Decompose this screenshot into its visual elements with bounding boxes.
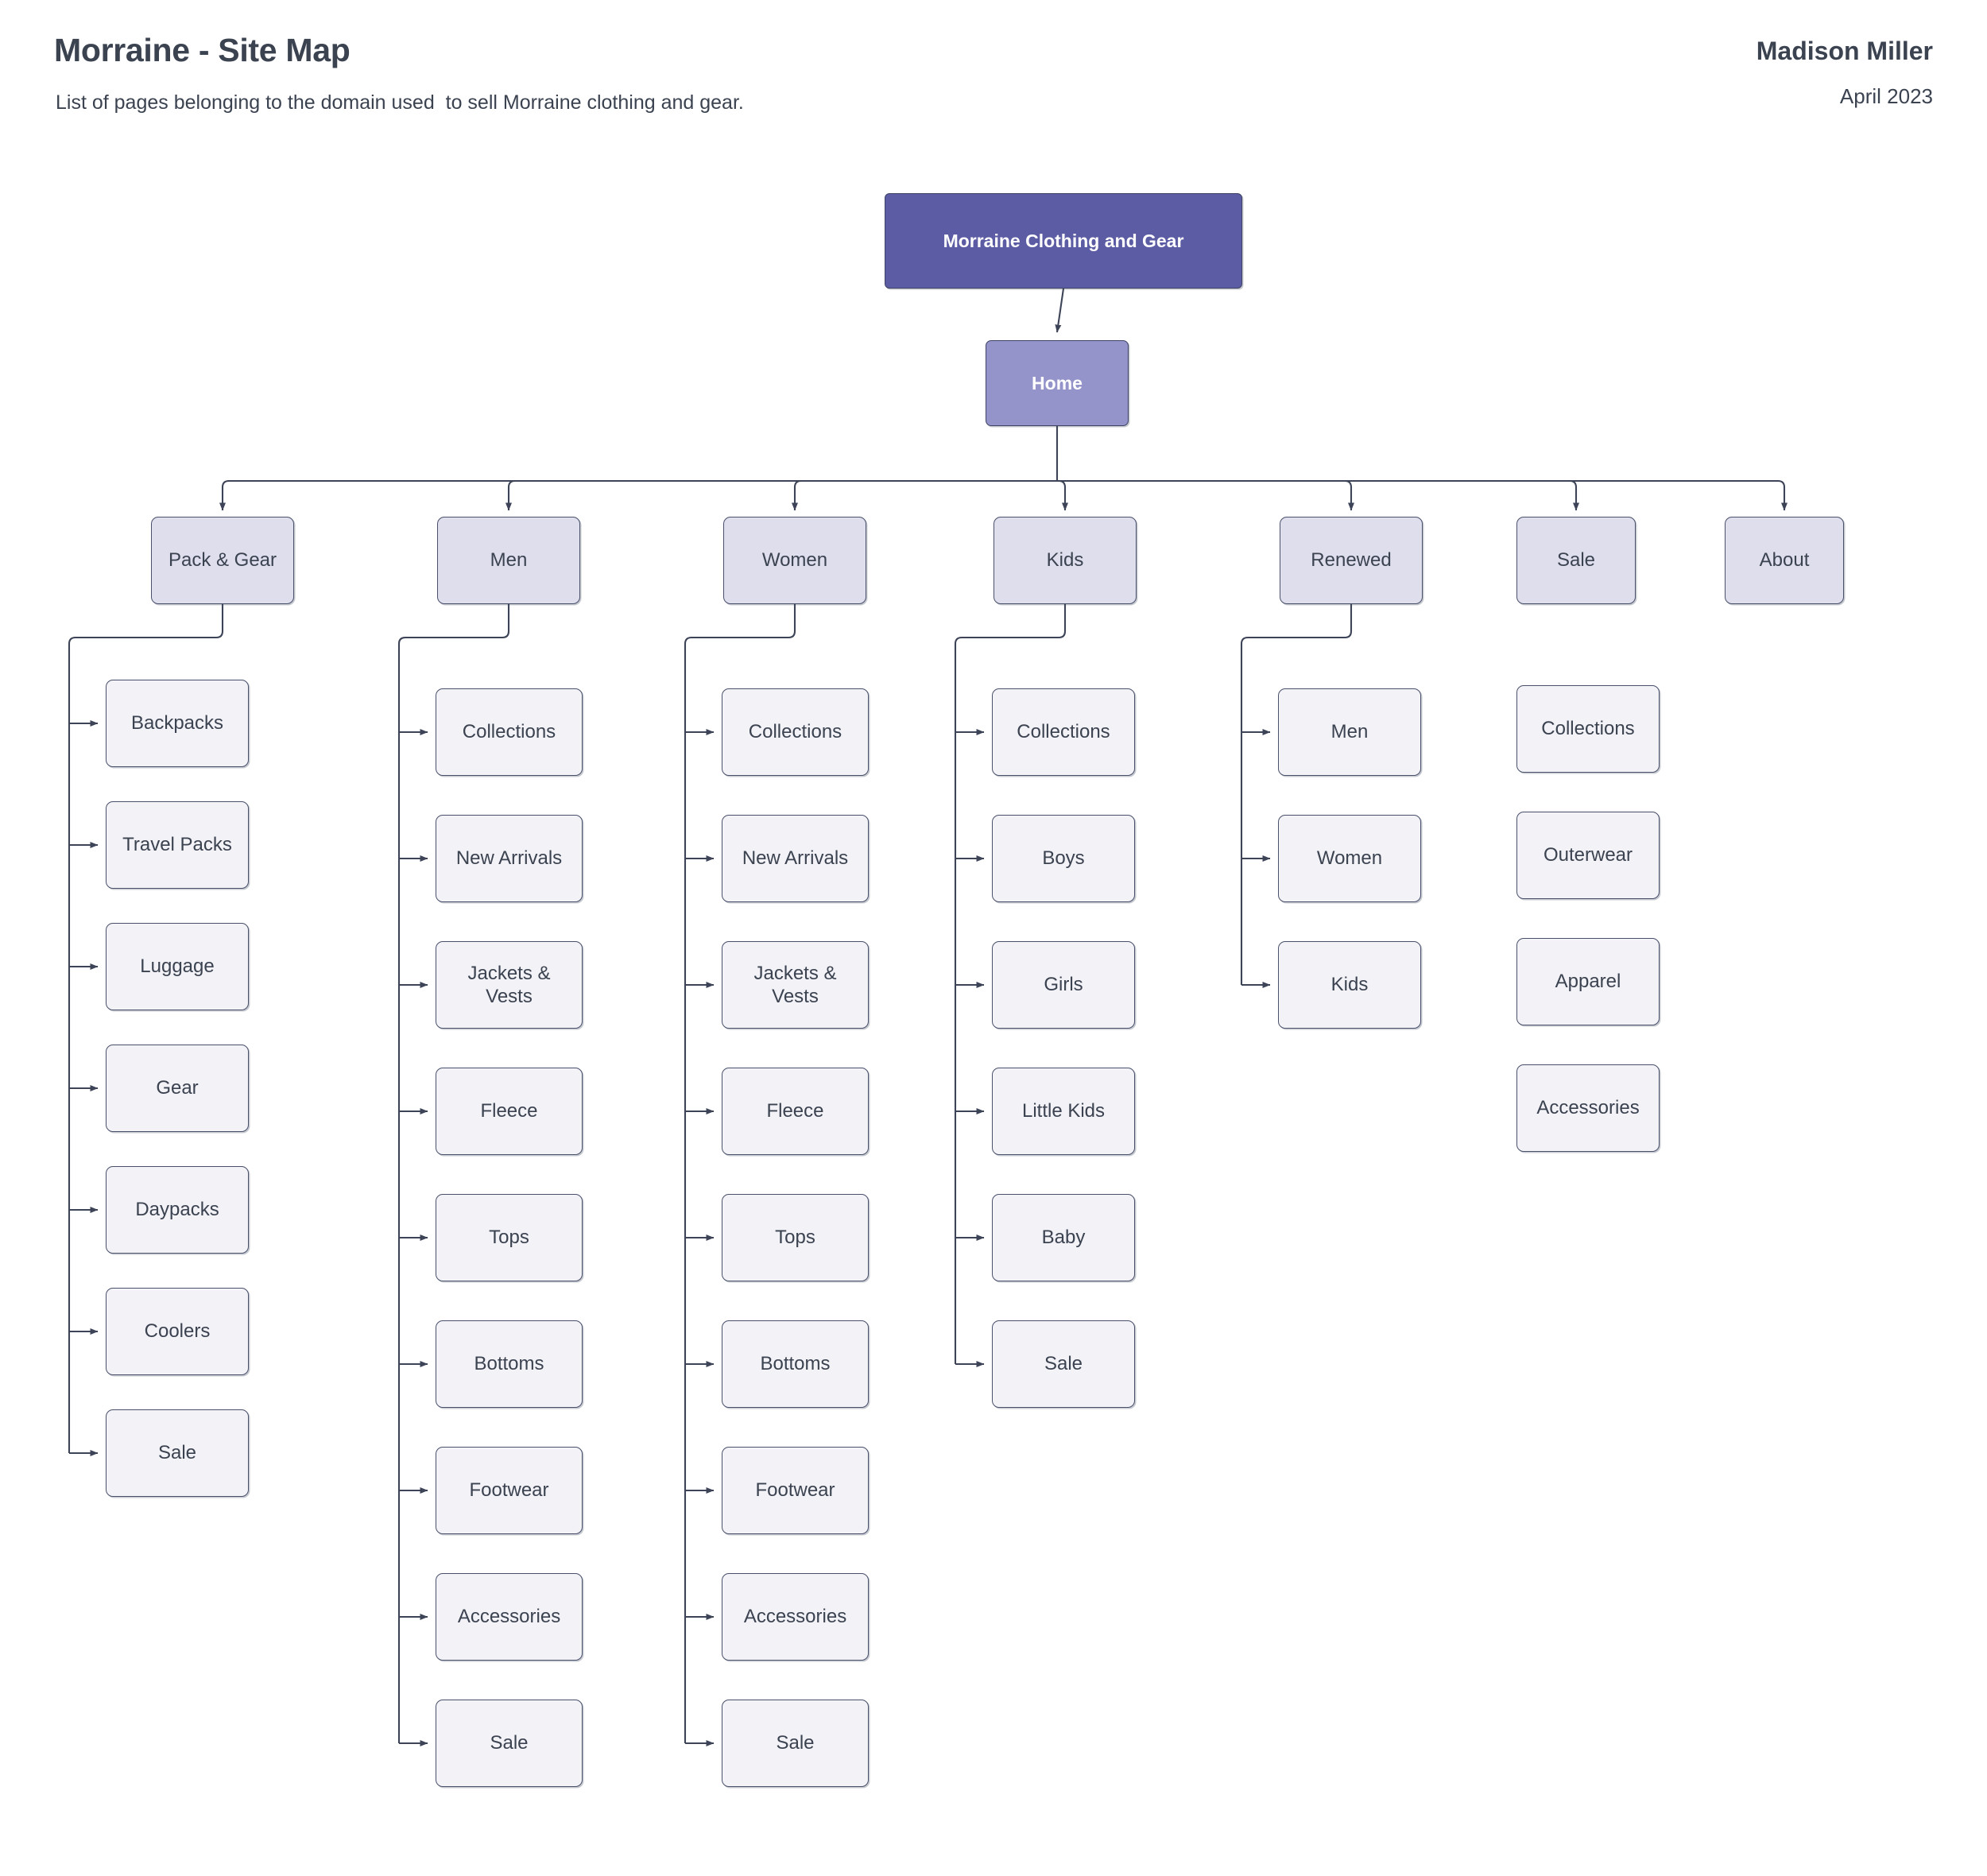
node-label: Bottoms xyxy=(474,1353,544,1375)
leaf-node-women-collections[interactable]: Collections xyxy=(722,688,869,776)
node-label: Home xyxy=(1032,372,1083,393)
leaf-node-kids-collections[interactable]: Collections xyxy=(992,688,1135,776)
leaf-node-pack-gear-coolers[interactable]: Coolers xyxy=(106,1288,249,1375)
node-label: Backpacks xyxy=(130,712,224,735)
node-label: Sale xyxy=(1556,549,1596,572)
leaf-node-men-new-arrivals[interactable]: New Arrivals xyxy=(436,815,583,902)
section-node-men[interactable]: Men xyxy=(437,517,580,604)
node-label: Accessories xyxy=(743,1606,847,1628)
leaf-node-pack-gear-backpacks[interactable]: Backpacks xyxy=(106,680,249,767)
section-node-women[interactable]: Women xyxy=(723,517,866,604)
node-label: Jackets & Vests xyxy=(753,962,837,1007)
node-label: Morraine Clothing and Gear xyxy=(943,230,1184,251)
leaf-node-pack-gear-luggage[interactable]: Luggage xyxy=(106,923,249,1010)
node-label: Renewed xyxy=(1311,549,1392,572)
leaf-node-women-new-arrivals[interactable]: New Arrivals xyxy=(722,815,869,902)
node-label: Baby xyxy=(1041,1227,1086,1249)
leaf-node-sale-collections[interactable]: Collections xyxy=(1516,685,1660,773)
leaf-node-pack-gear-sale[interactable]: Sale xyxy=(106,1409,249,1497)
node-label: Footwear xyxy=(755,1479,835,1502)
node-label: Apparel xyxy=(1555,971,1621,993)
node-label: New Arrivals xyxy=(455,847,563,870)
leaf-node-renewed-kids[interactable]: Kids xyxy=(1278,941,1421,1029)
section-node-sale[interactable]: Sale xyxy=(1516,517,1636,604)
node-label: Kids xyxy=(1046,549,1084,572)
node-label: Sale xyxy=(1044,1353,1083,1375)
leaf-node-women-jackets-vests[interactable]: Jackets & Vests xyxy=(722,941,869,1029)
node-label: Women xyxy=(1316,847,1383,870)
node-label: Sale xyxy=(490,1732,529,1754)
leaf-node-sale-apparel[interactable]: Apparel xyxy=(1516,938,1660,1025)
page-subtitle: List of pages belonging to the domain us… xyxy=(56,91,744,114)
leaf-node-kids-sale[interactable]: Sale xyxy=(992,1320,1135,1408)
node-label: About xyxy=(1759,549,1810,572)
leaf-node-men-sale[interactable]: Sale xyxy=(436,1700,583,1787)
leaf-node-women-footwear[interactable]: Footwear xyxy=(722,1447,869,1534)
node-label: Accessories xyxy=(457,1606,561,1628)
leaf-node-kids-girls[interactable]: Girls xyxy=(992,941,1135,1029)
node-label: Girls xyxy=(1044,974,1083,996)
node-label: Boys xyxy=(1042,847,1085,870)
leaf-node-sale-accessories[interactable]: Accessories xyxy=(1516,1064,1660,1152)
node-label: Jackets & Vests xyxy=(467,962,551,1007)
node-label: Collections xyxy=(1541,718,1635,740)
node-label: New Arrivals xyxy=(742,847,849,870)
author-name: Madison Miller xyxy=(1756,37,1933,65)
node-label: Fleece xyxy=(766,1100,824,1122)
leaf-node-men-footwear[interactable]: Footwear xyxy=(436,1447,583,1534)
node-label: Gear xyxy=(156,1077,199,1099)
section-node-renewed[interactable]: Renewed xyxy=(1280,517,1423,604)
node-label: Collections xyxy=(462,721,556,743)
leaf-node-women-tops[interactable]: Tops xyxy=(722,1194,869,1281)
leaf-node-renewed-women[interactable]: Women xyxy=(1278,815,1421,902)
node-label: Footwear xyxy=(469,1479,549,1502)
leaf-node-kids-boys[interactable]: Boys xyxy=(992,815,1135,902)
node-label: Collections xyxy=(1017,721,1110,743)
leaf-node-women-bottoms[interactable]: Bottoms xyxy=(722,1320,869,1408)
root-node-morraine-clothing-and-gear[interactable]: Morraine Clothing and Gear xyxy=(885,193,1242,289)
node-label: Fleece xyxy=(480,1100,538,1122)
leaf-node-pack-gear-daypacks[interactable]: Daypacks xyxy=(106,1166,249,1254)
node-label: Sale xyxy=(776,1732,815,1754)
section-node-about[interactable]: About xyxy=(1725,517,1844,604)
leaf-node-sale-outerwear[interactable]: Outerwear xyxy=(1516,812,1660,899)
node-label: Men xyxy=(490,549,528,572)
leaf-node-renewed-men[interactable]: Men xyxy=(1278,688,1421,776)
node-label: Tops xyxy=(489,1227,529,1249)
home-node[interactable]: Home xyxy=(986,340,1129,426)
leaf-node-women-fleece[interactable]: Fleece xyxy=(722,1068,869,1155)
leaf-node-men-bottoms[interactable]: Bottoms xyxy=(436,1320,583,1408)
section-node-pack-gear[interactable]: Pack & Gear xyxy=(151,517,294,604)
leaf-node-pack-gear-travel-packs[interactable]: Travel Packs xyxy=(106,801,249,889)
node-label: Men xyxy=(1330,721,1369,743)
node-label: Kids xyxy=(1330,974,1369,996)
leaf-node-men-tops[interactable]: Tops xyxy=(436,1194,583,1281)
leaf-node-kids-little-kids[interactable]: Little Kids xyxy=(992,1068,1135,1155)
node-label: Daypacks xyxy=(135,1199,219,1221)
node-label: Little Kids xyxy=(1021,1100,1106,1122)
node-label: Collections xyxy=(748,721,842,743)
node-label: Outerwear xyxy=(1543,844,1633,866)
node-label: Accessories xyxy=(1536,1097,1640,1119)
leaf-node-men-fleece[interactable]: Fleece xyxy=(436,1068,583,1155)
leaf-node-women-accessories[interactable]: Accessories xyxy=(722,1573,869,1661)
leaf-node-pack-gear-gear[interactable]: Gear xyxy=(106,1045,249,1132)
page-title: Morraine - Site Map xyxy=(54,32,351,68)
leaf-node-men-jackets-vests[interactable]: Jackets & Vests xyxy=(436,941,583,1029)
document-date: April 2023 xyxy=(1839,84,1933,108)
node-label: Travel Packs xyxy=(122,834,232,856)
node-label: Tops xyxy=(775,1227,815,1249)
node-label: Coolers xyxy=(144,1320,211,1343)
node-label: Women xyxy=(761,549,828,572)
node-label: Pack & Gear xyxy=(168,549,277,572)
leaf-node-men-accessories[interactable]: Accessories xyxy=(436,1573,583,1661)
leaf-node-men-collections[interactable]: Collections xyxy=(436,688,583,776)
leaf-node-kids-baby[interactable]: Baby xyxy=(992,1194,1135,1281)
section-node-kids[interactable]: Kids xyxy=(993,517,1137,604)
leaf-node-women-sale[interactable]: Sale xyxy=(722,1700,869,1787)
node-label: Sale xyxy=(157,1442,197,1464)
node-label: Luggage xyxy=(140,955,215,978)
node-label: Bottoms xyxy=(760,1353,831,1375)
